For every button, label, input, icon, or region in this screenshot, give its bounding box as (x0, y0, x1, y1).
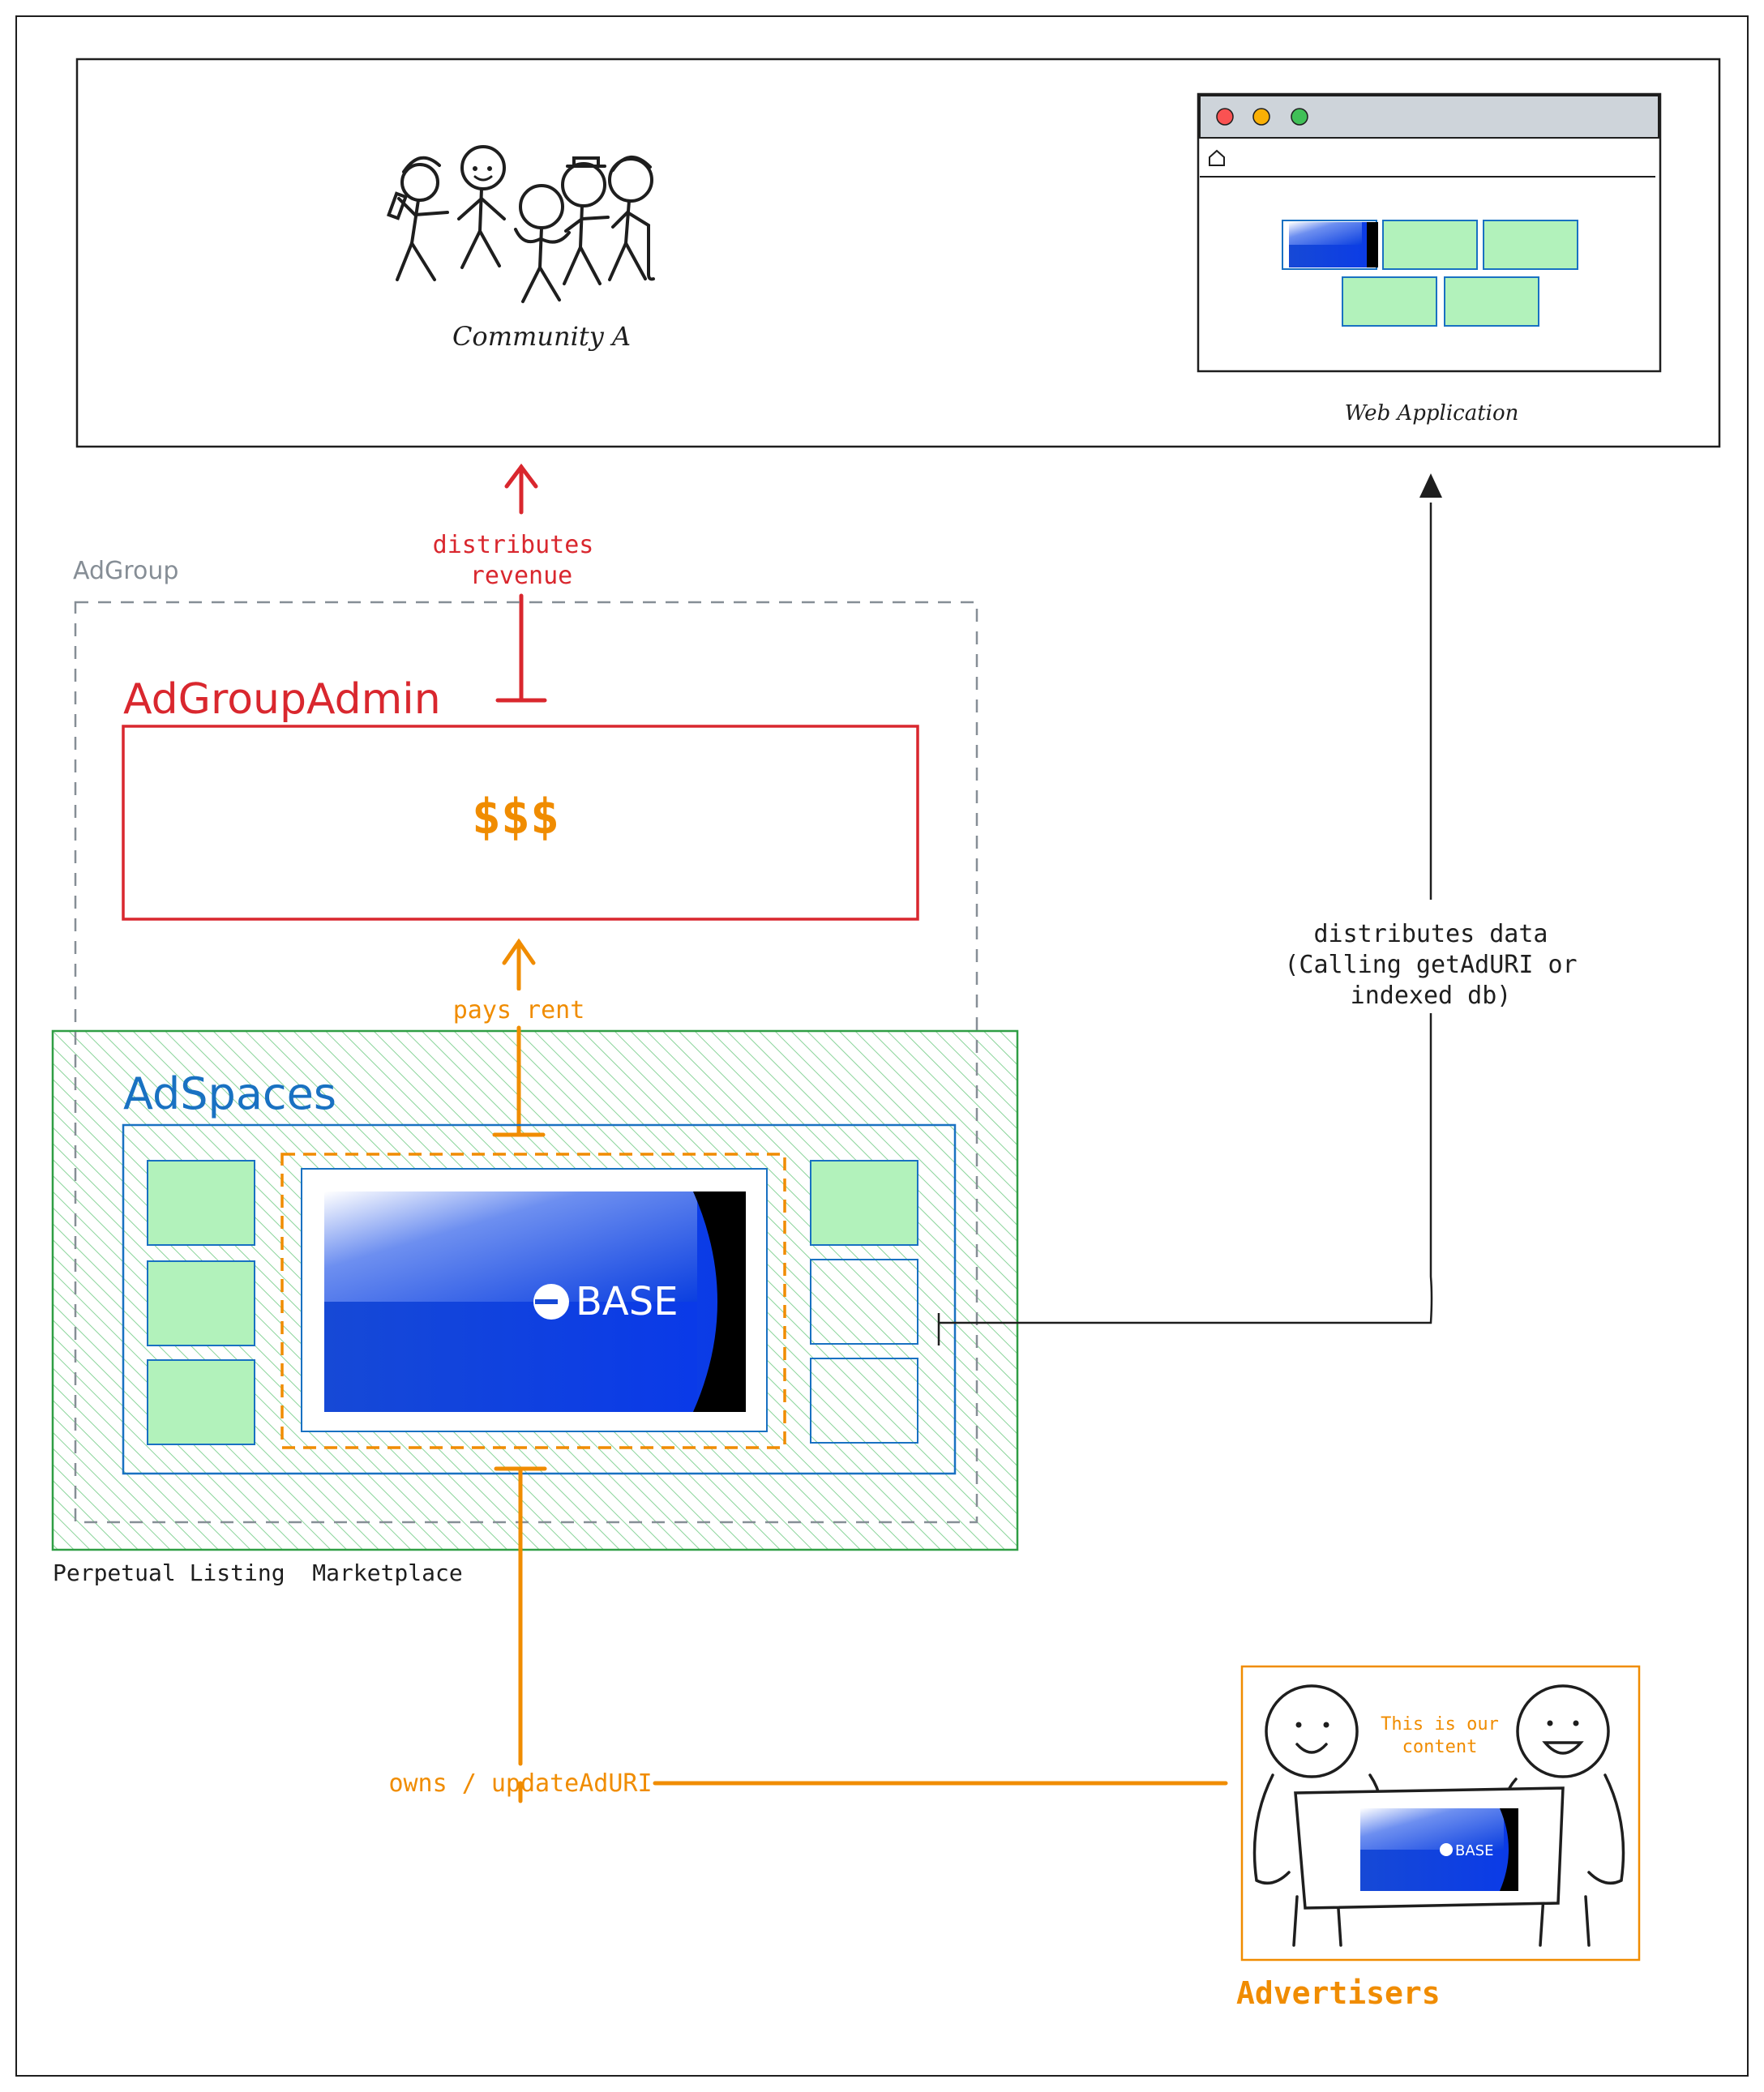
minimize-dot-icon (1252, 108, 1270, 126)
distributes-data-label-1: distributes data (1314, 920, 1548, 948)
distributes-data-label-2: (Calling getAdURI or (1284, 951, 1577, 979)
adgroupadmin-box (122, 725, 919, 921)
top-panel (75, 58, 1721, 448)
advertiser-sign-brand: BASE (1455, 1842, 1493, 1859)
community-figures (387, 145, 655, 303)
adspaces-container (122, 1123, 957, 1475)
base-ad-brand: BASE (576, 1279, 679, 1324)
adgroupadmin-title: AdGroupAdmin (123, 675, 441, 724)
distributes-data-arrowhead (1419, 473, 1442, 498)
advertiser-figures (1252, 1684, 1625, 1947)
advertiser-speech-2: content (1402, 1737, 1478, 1757)
adgroup-box (74, 601, 978, 1524)
pays-rent-arrow (492, 938, 546, 1137)
ad-slot-right-2[interactable] (810, 1259, 918, 1345)
distributes-data-label-3: indexed db) (1351, 982, 1512, 1010)
community-label: Community A (452, 321, 631, 352)
ad-slot-right-3[interactable] (810, 1358, 918, 1444)
advertiser-speech-1: This is our (1381, 1714, 1499, 1735)
marketplace-label: Perpetual Listing Marketplace (53, 1559, 463, 1586)
close-dot-icon (1216, 108, 1234, 126)
owns-update-label: owns / updateAdURI (388, 1769, 652, 1798)
advertisers-label: Advertisers (1236, 1975, 1441, 2011)
ad-slot-left-1[interactable] (147, 1160, 255, 1246)
distributes-data-arrow (937, 503, 1433, 1345)
maximize-dot-icon (1291, 108, 1308, 126)
distributes-revenue-arrow (495, 463, 547, 703)
treasury-text: $$$ (472, 789, 559, 845)
web-app-label: Web Application (1345, 401, 1519, 426)
ad-slot-right-1[interactable] (810, 1160, 918, 1246)
adgroup-label: AdGroup (73, 557, 178, 585)
base-ad-creative (324, 1191, 746, 1412)
pays-rent-label: pays rent (453, 996, 585, 1025)
ad-slot-left-3[interactable] (147, 1359, 255, 1445)
outer-frame (15, 15, 1749, 2077)
distributes-revenue-label-1: distributes (433, 531, 594, 559)
owned-adspace-highlight (280, 1153, 786, 1449)
web-app-browser (1197, 92, 1662, 373)
distributes-revenue-label-2: revenue (470, 562, 572, 590)
owns-update-arrow (494, 1466, 1228, 1803)
adspaces-title: AdSpaces (123, 1068, 336, 1119)
advertiser-sign-ad (1360, 1808, 1518, 1891)
ad-slot-left-2[interactable] (147, 1260, 255, 1346)
home-icon (1209, 149, 1225, 166)
